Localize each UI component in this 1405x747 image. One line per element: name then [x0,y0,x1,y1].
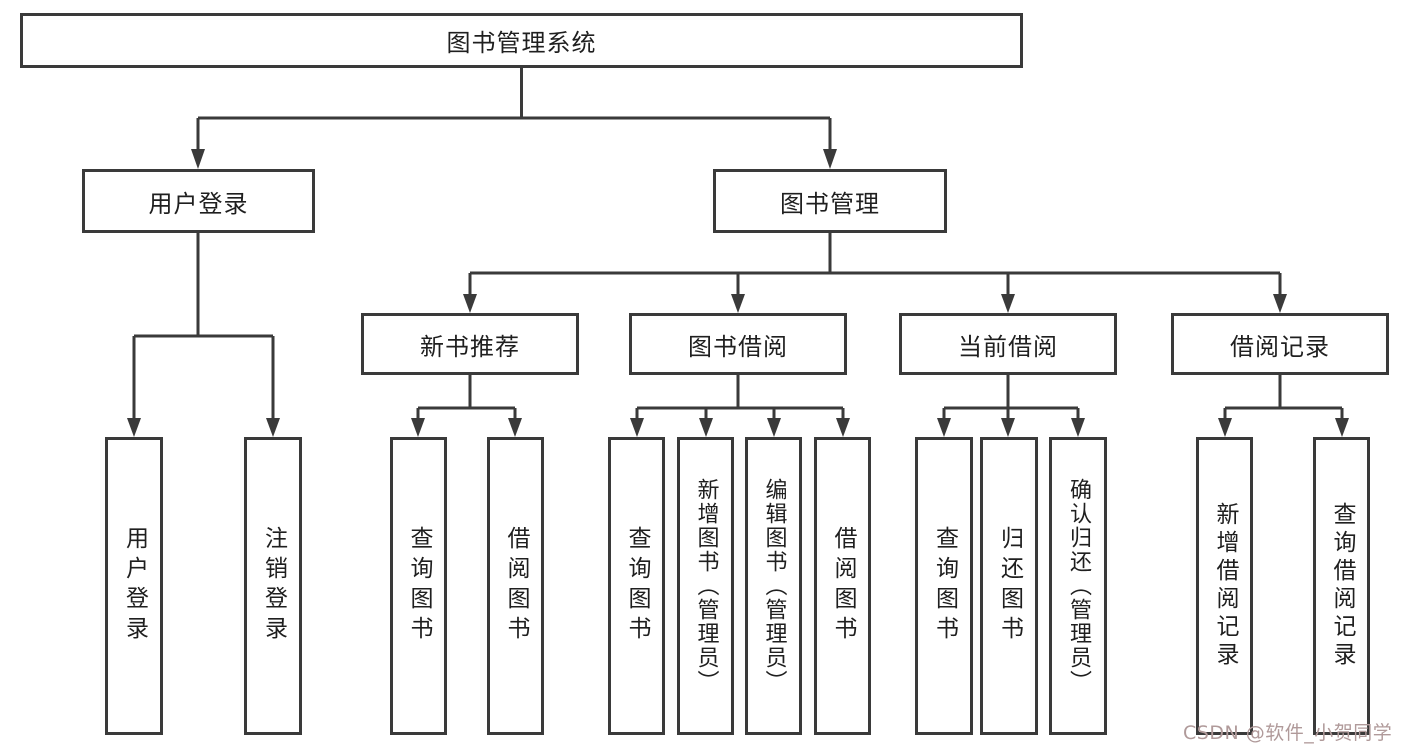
node-book-borrowing: 图书借阅 [629,313,847,375]
leaf-user-login: 用户登录 [105,437,163,735]
node-label: 借阅图书 [830,526,856,646]
node-label: 新增图书（管理员） [693,478,719,694]
connector-user-login-to-leaves [127,233,280,437]
node-label: 当前借阅 [958,332,1058,361]
connector-current-borrowing-to-leaves [937,375,1085,437]
leaf-add-borrow-record: 新增借阅记录 [1196,437,1253,735]
node-label: 确认归还（管理员） [1066,478,1091,694]
leaf-query-books-borrowing: 查询图书 [608,437,665,735]
connector-book-borrowing-to-leaves [630,375,850,437]
arrowhead [266,418,280,437]
leaf-edit-book-admin: 编辑图书（管理员） [745,437,802,735]
arrowhead [1335,418,1349,437]
node-user-login: 用户登录 [82,169,315,233]
node-library-management-system: 图书管理系统 [20,13,1023,68]
connector-root-to-branches [191,68,837,169]
node-label: 查询图书 [931,526,958,646]
arrowhead [1001,418,1015,437]
arrowhead [630,418,644,437]
arrowhead [1218,418,1232,437]
node-label: 编辑图书（管理员） [761,478,787,694]
node-label: 借阅记录 [1230,332,1330,361]
node-label: 查询图书 [624,526,650,646]
arrowhead [127,418,141,437]
node-label: 图书借阅 [688,332,788,361]
node-label: 新书推荐 [420,332,520,361]
leaf-query-books-current: 查询图书 [915,437,973,735]
leaf-logout: 注销登录 [244,437,302,735]
leaf-borrow-books-recommend: 借阅图书 [487,437,544,735]
csdn-watermark: CSDN @软件_小贺同学 [1183,722,1393,744]
leaf-return-book: 归还图书 [980,437,1038,735]
connector-book-management-to-groups [463,233,1287,313]
arrowhead [508,418,522,437]
arrowhead [1071,418,1085,437]
node-label: 用户登录 [148,189,249,218]
node-label: 图书管理系统 [446,29,597,57]
node-label: 新增借阅记录 [1212,502,1238,670]
arrowhead [1001,294,1015,313]
node-current-borrowing: 当前借阅 [899,313,1117,375]
arrowhead [411,418,425,437]
node-label: 注销登录 [260,526,287,646]
node-label: 归还图书 [996,526,1023,646]
leaf-add-book-admin: 新增图书（管理员） [677,437,734,735]
node-label: 图书管理 [780,189,880,218]
arrowhead [836,418,850,437]
node-label: 查询借阅记录 [1329,502,1355,670]
leaf-query-borrow-record: 查询借阅记录 [1313,437,1370,735]
node-new-book-recommend: 新书推荐 [361,313,579,375]
arrowhead [1273,294,1287,313]
node-label: 用户登录 [121,526,148,646]
arrowhead [699,418,713,437]
connector-new-book-rec-to-leaves [411,375,522,437]
node-label: 查询图书 [406,526,432,646]
arrowhead [731,294,745,313]
leaf-confirm-return-admin: 确认归还（管理员） [1049,437,1107,735]
arrowhead [767,418,781,437]
arrowhead [823,149,837,169]
arrowhead [191,149,205,169]
connector-borrow-records-to-leaves [1218,375,1349,437]
leaf-borrow-books: 借阅图书 [814,437,871,735]
arrowhead [937,418,951,437]
leaf-query-books-recommend: 查询图书 [390,437,447,735]
node-borrow-records: 借阅记录 [1171,313,1389,375]
node-book-management: 图书管理 [713,169,947,233]
node-label: 借阅图书 [503,526,529,646]
arrowhead [463,294,477,313]
